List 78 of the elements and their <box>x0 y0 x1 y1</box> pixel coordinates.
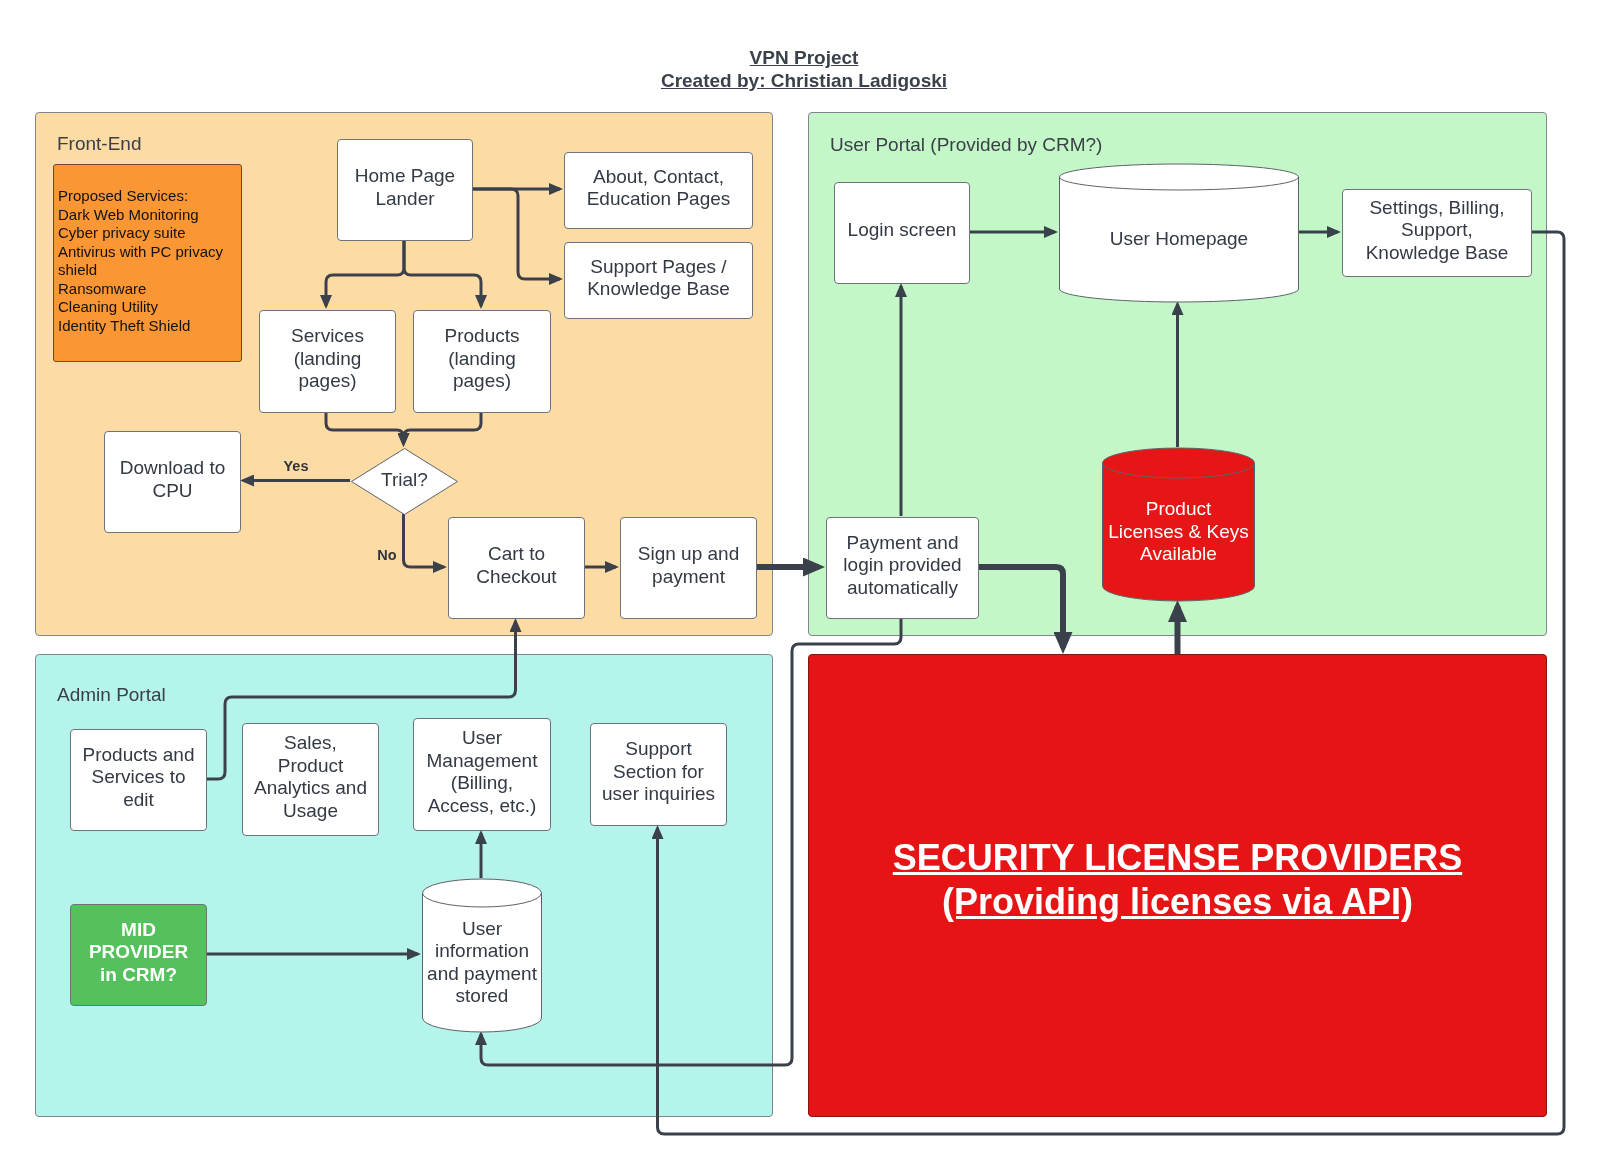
arrow <box>1171 301 1184 447</box>
note-box <box>53 164 242 362</box>
process-box <box>590 723 727 826</box>
arrow <box>978 564 1073 654</box>
box-label: MID PROVIDER in CRM? <box>87 918 190 987</box>
process-box <box>413 718 551 831</box>
arrow <box>895 283 907 516</box>
box-label: User Management (Billing, Access, etc.) <box>425 727 539 817</box>
box-label: Trial? <box>381 469 428 492</box>
process-box <box>70 729 207 831</box>
arrow <box>756 557 825 577</box>
arrow <box>402 514 447 573</box>
process-box <box>104 431 241 533</box>
group-panel <box>35 654 773 1117</box>
box-label: User information and payment stored <box>426 917 538 1008</box>
process-box <box>564 152 753 229</box>
note-text: Identity Theft Shield <box>58 316 191 335</box>
arrow <box>584 561 619 573</box>
box-label: Services (landing pages) <box>290 325 365 393</box>
arrow <box>1168 600 1187 654</box>
arrow <box>206 618 522 781</box>
arrow <box>651 230 1566 1136</box>
arrow <box>240 474 350 487</box>
arrow <box>402 240 487 309</box>
provider-panel <box>808 654 1547 1117</box>
panel-title: SECURITY LICENSE PROVIDERS (Providing licenses via API) <box>891 835 1464 924</box>
arrow <box>1298 226 1341 238</box>
box-label: Support Pages / Knowledge Base <box>586 255 731 301</box>
database-cylinder <box>1102 448 1255 601</box>
group-panel <box>808 112 1547 636</box>
box-label: Product Licenses & Keys Available <box>1107 498 1250 566</box>
box-label: Home Page Lander <box>353 165 457 210</box>
note-text: Antivirus with PC privacy shield <box>58 242 225 280</box>
arrow <box>475 830 487 878</box>
note-text: Dark Web Monitoring <box>58 205 199 224</box>
process-box <box>448 517 585 619</box>
arrow <box>475 618 903 1067</box>
panel-heading: Front-End <box>57 133 142 155</box>
process-box <box>337 139 473 241</box>
arrow <box>472 187 563 285</box>
arrow <box>397 412 483 447</box>
box-label: User Homepage <box>1109 228 1249 251</box>
box-label: Cart to Checkout <box>475 543 558 588</box>
process-box <box>259 310 396 413</box>
process-box <box>413 310 551 413</box>
arrow <box>206 948 421 960</box>
process-box <box>834 182 970 284</box>
box-label: Download to CPU <box>118 457 227 502</box>
box-label: Products and Services to edit <box>81 743 196 812</box>
edge-label: Yes <box>283 457 309 475</box>
author-credit: Created by: Christian Ladigoski <box>660 69 948 92</box>
diagram-title: VPN Project <box>749 46 859 69</box>
box-label: Payment and login provided automatically <box>842 531 963 600</box>
database-cylinder <box>1059 164 1299 302</box>
group-panel <box>35 112 773 636</box>
box-label: Products (landing pages) <box>443 325 521 393</box>
process-box <box>242 723 379 836</box>
process-box <box>70 904 207 1006</box>
box-label: Support Section for user inquiries <box>601 738 716 806</box>
box-label: Settings, Billing, Support, Knowledge Base <box>1364 196 1510 265</box>
process-box <box>826 517 979 619</box>
note-text: Proposed Services: <box>58 187 189 206</box>
database-cylinder <box>422 879 542 1032</box>
arrow <box>969 226 1058 238</box>
panel-heading: User Portal (Provided by CRM?) <box>830 134 1103 156</box>
panel-heading: Admin Portal <box>57 684 166 706</box>
process-box <box>1342 189 1532 277</box>
box-label: Sales, Product Analytics and Usage <box>253 732 368 822</box>
note-text: Ransomware <box>58 279 147 298</box>
process-box <box>620 517 757 619</box>
edge-label: No <box>377 546 397 564</box>
box-label: Login screen <box>847 219 957 242</box>
decision-diamond <box>351 448 458 515</box>
note-text: Cleaning Utility <box>58 298 159 317</box>
box-label: About, Contact, Education Pages <box>585 165 732 211</box>
note-text: Cyber privacy suite <box>58 224 186 243</box>
process-box <box>564 242 753 319</box>
box-label: Sign up and payment <box>636 543 741 588</box>
